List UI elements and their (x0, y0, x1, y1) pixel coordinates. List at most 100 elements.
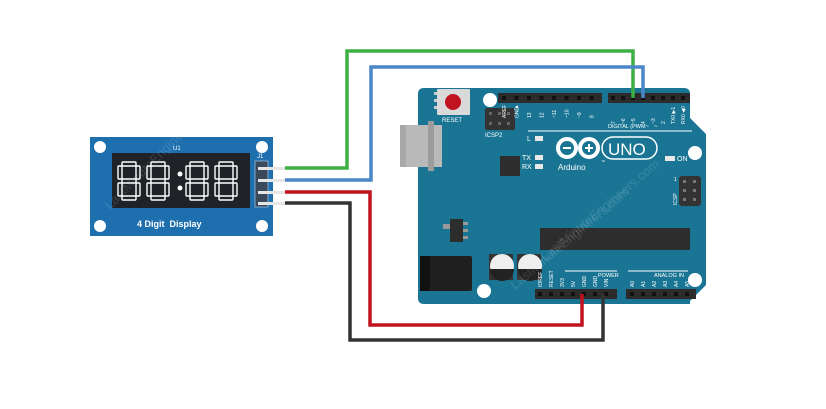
pin-label: VIN (604, 278, 610, 287)
brand-label: Arduino (558, 163, 586, 172)
header-pin[interactable] (651, 96, 655, 100)
power-header (535, 289, 617, 299)
digital-header-right (608, 93, 690, 103)
pin-label: IOREF (538, 272, 544, 287)
header-pin[interactable] (527, 96, 531, 100)
header-pin[interactable] (538, 292, 542, 296)
pin-label: 7 (611, 121, 617, 124)
header-pin[interactable] (661, 96, 665, 100)
power-label: POWER (598, 273, 619, 279)
reset-label: RESET (442, 118, 462, 124)
pin-label: TX0 ▶1 (671, 107, 677, 124)
pin-label: GND (593, 276, 599, 288)
analog-in-label: ANALOG IN (654, 273, 684, 279)
j1-pins (258, 167, 285, 205)
header-pin[interactable] (564, 96, 569, 100)
pin-label: A3 (663, 281, 669, 287)
header-pin[interactable] (663, 292, 667, 296)
icsp-header (679, 176, 701, 206)
pin-label: ~3 (651, 118, 657, 124)
pin-label: GND (582, 276, 588, 288)
digit-group (117, 161, 238, 201)
digit (185, 161, 209, 201)
header-pin[interactable] (593, 292, 597, 296)
mounting-hole (94, 220, 106, 232)
header-pin[interactable] (514, 96, 519, 100)
header-pin[interactable] (560, 292, 564, 296)
pin-label: 3V3 (560, 278, 566, 287)
uno-badge (601, 136, 658, 160)
digital-tilde: ~ (654, 124, 658, 130)
header-pin[interactable] (502, 96, 506, 100)
header-pin[interactable] (571, 292, 575, 296)
vcc-wire[interactable] (285, 190, 584, 327)
header-pin[interactable] (604, 292, 608, 296)
colon-dot (177, 171, 183, 177)
header-pin[interactable] (674, 292, 678, 296)
pin-label: 13 (527, 112, 533, 118)
tm1637-display-module: U1 4 Digit Display J1 LastMinuteEngineer… (90, 95, 285, 236)
icsp-label: ICSP (673, 193, 679, 205)
digit (214, 161, 238, 201)
gnd-wire[interactable] (285, 201, 605, 342)
icsp2-header (485, 105, 519, 130)
pin-label: ~6 (621, 118, 627, 124)
header-pin[interactable] (630, 292, 634, 296)
led-tx (535, 155, 543, 160)
pin-label: A2 (652, 281, 658, 287)
arduino-logo-icon (556, 137, 600, 159)
header-pin[interactable] (611, 96, 615, 100)
pin-label: RX0 ◀0 (681, 106, 687, 124)
j1-header (254, 160, 269, 208)
pin-label: A5 (685, 281, 691, 287)
header-pin[interactable] (589, 96, 594, 100)
led-l-label: L (527, 136, 531, 143)
pin-label: 4 (641, 121, 647, 124)
header-pin[interactable] (582, 292, 586, 296)
pin-label: ~5 (631, 118, 637, 124)
digit (146, 161, 170, 201)
trademark: ™ (601, 159, 605, 164)
j1-label: J1 (257, 154, 264, 160)
u1-label: U1 (173, 146, 181, 152)
capacitor (489, 254, 514, 281)
usb-chip (500, 156, 520, 176)
header-pin[interactable] (577, 96, 581, 100)
mounting-hole (688, 273, 702, 287)
led-tx-label: TX (522, 155, 531, 162)
pin-label: ~9 (577, 112, 583, 118)
analog-header (626, 289, 696, 299)
header-pin[interactable] (621, 96, 625, 100)
led-on-label: ON (677, 156, 688, 163)
pin-label: 2 (661, 121, 667, 124)
header-pin[interactable] (641, 292, 645, 296)
dio-wire[interactable] (285, 65, 645, 182)
mounting-hole (688, 146, 702, 160)
reset-button-cap[interactable] (445, 94, 461, 110)
header-pin[interactable] (652, 292, 656, 296)
colon-dot (177, 185, 183, 191)
mounting-hole (256, 220, 268, 232)
header-pin[interactable] (685, 292, 689, 296)
mounting-hole (477, 284, 491, 298)
reset-button[interactable] (434, 89, 470, 115)
pin-label: RESET (549, 270, 555, 287)
digital-pwm-label: DIGITAL (PWM~ (608, 124, 649, 130)
header-pin[interactable] (549, 292, 553, 296)
header-pin[interactable] (539, 96, 544, 100)
header-pin[interactable] (681, 96, 685, 100)
pin-label: 12 (540, 112, 546, 118)
icsp-pin1-label: 1 (674, 177, 677, 183)
pin-label: AREF (502, 105, 508, 118)
pin-label: 8 (590, 115, 596, 118)
header-pin[interactable] (552, 96, 556, 100)
digit (117, 161, 141, 201)
pin-label: A0 (630, 281, 636, 287)
pin-label: 5V (571, 280, 577, 287)
digital-header-left (498, 93, 602, 103)
led-rx (535, 164, 543, 169)
header-pin[interactable] (671, 96, 675, 100)
display-caption: 4 Digit Display (137, 219, 202, 229)
model-label: UNO (608, 140, 646, 159)
